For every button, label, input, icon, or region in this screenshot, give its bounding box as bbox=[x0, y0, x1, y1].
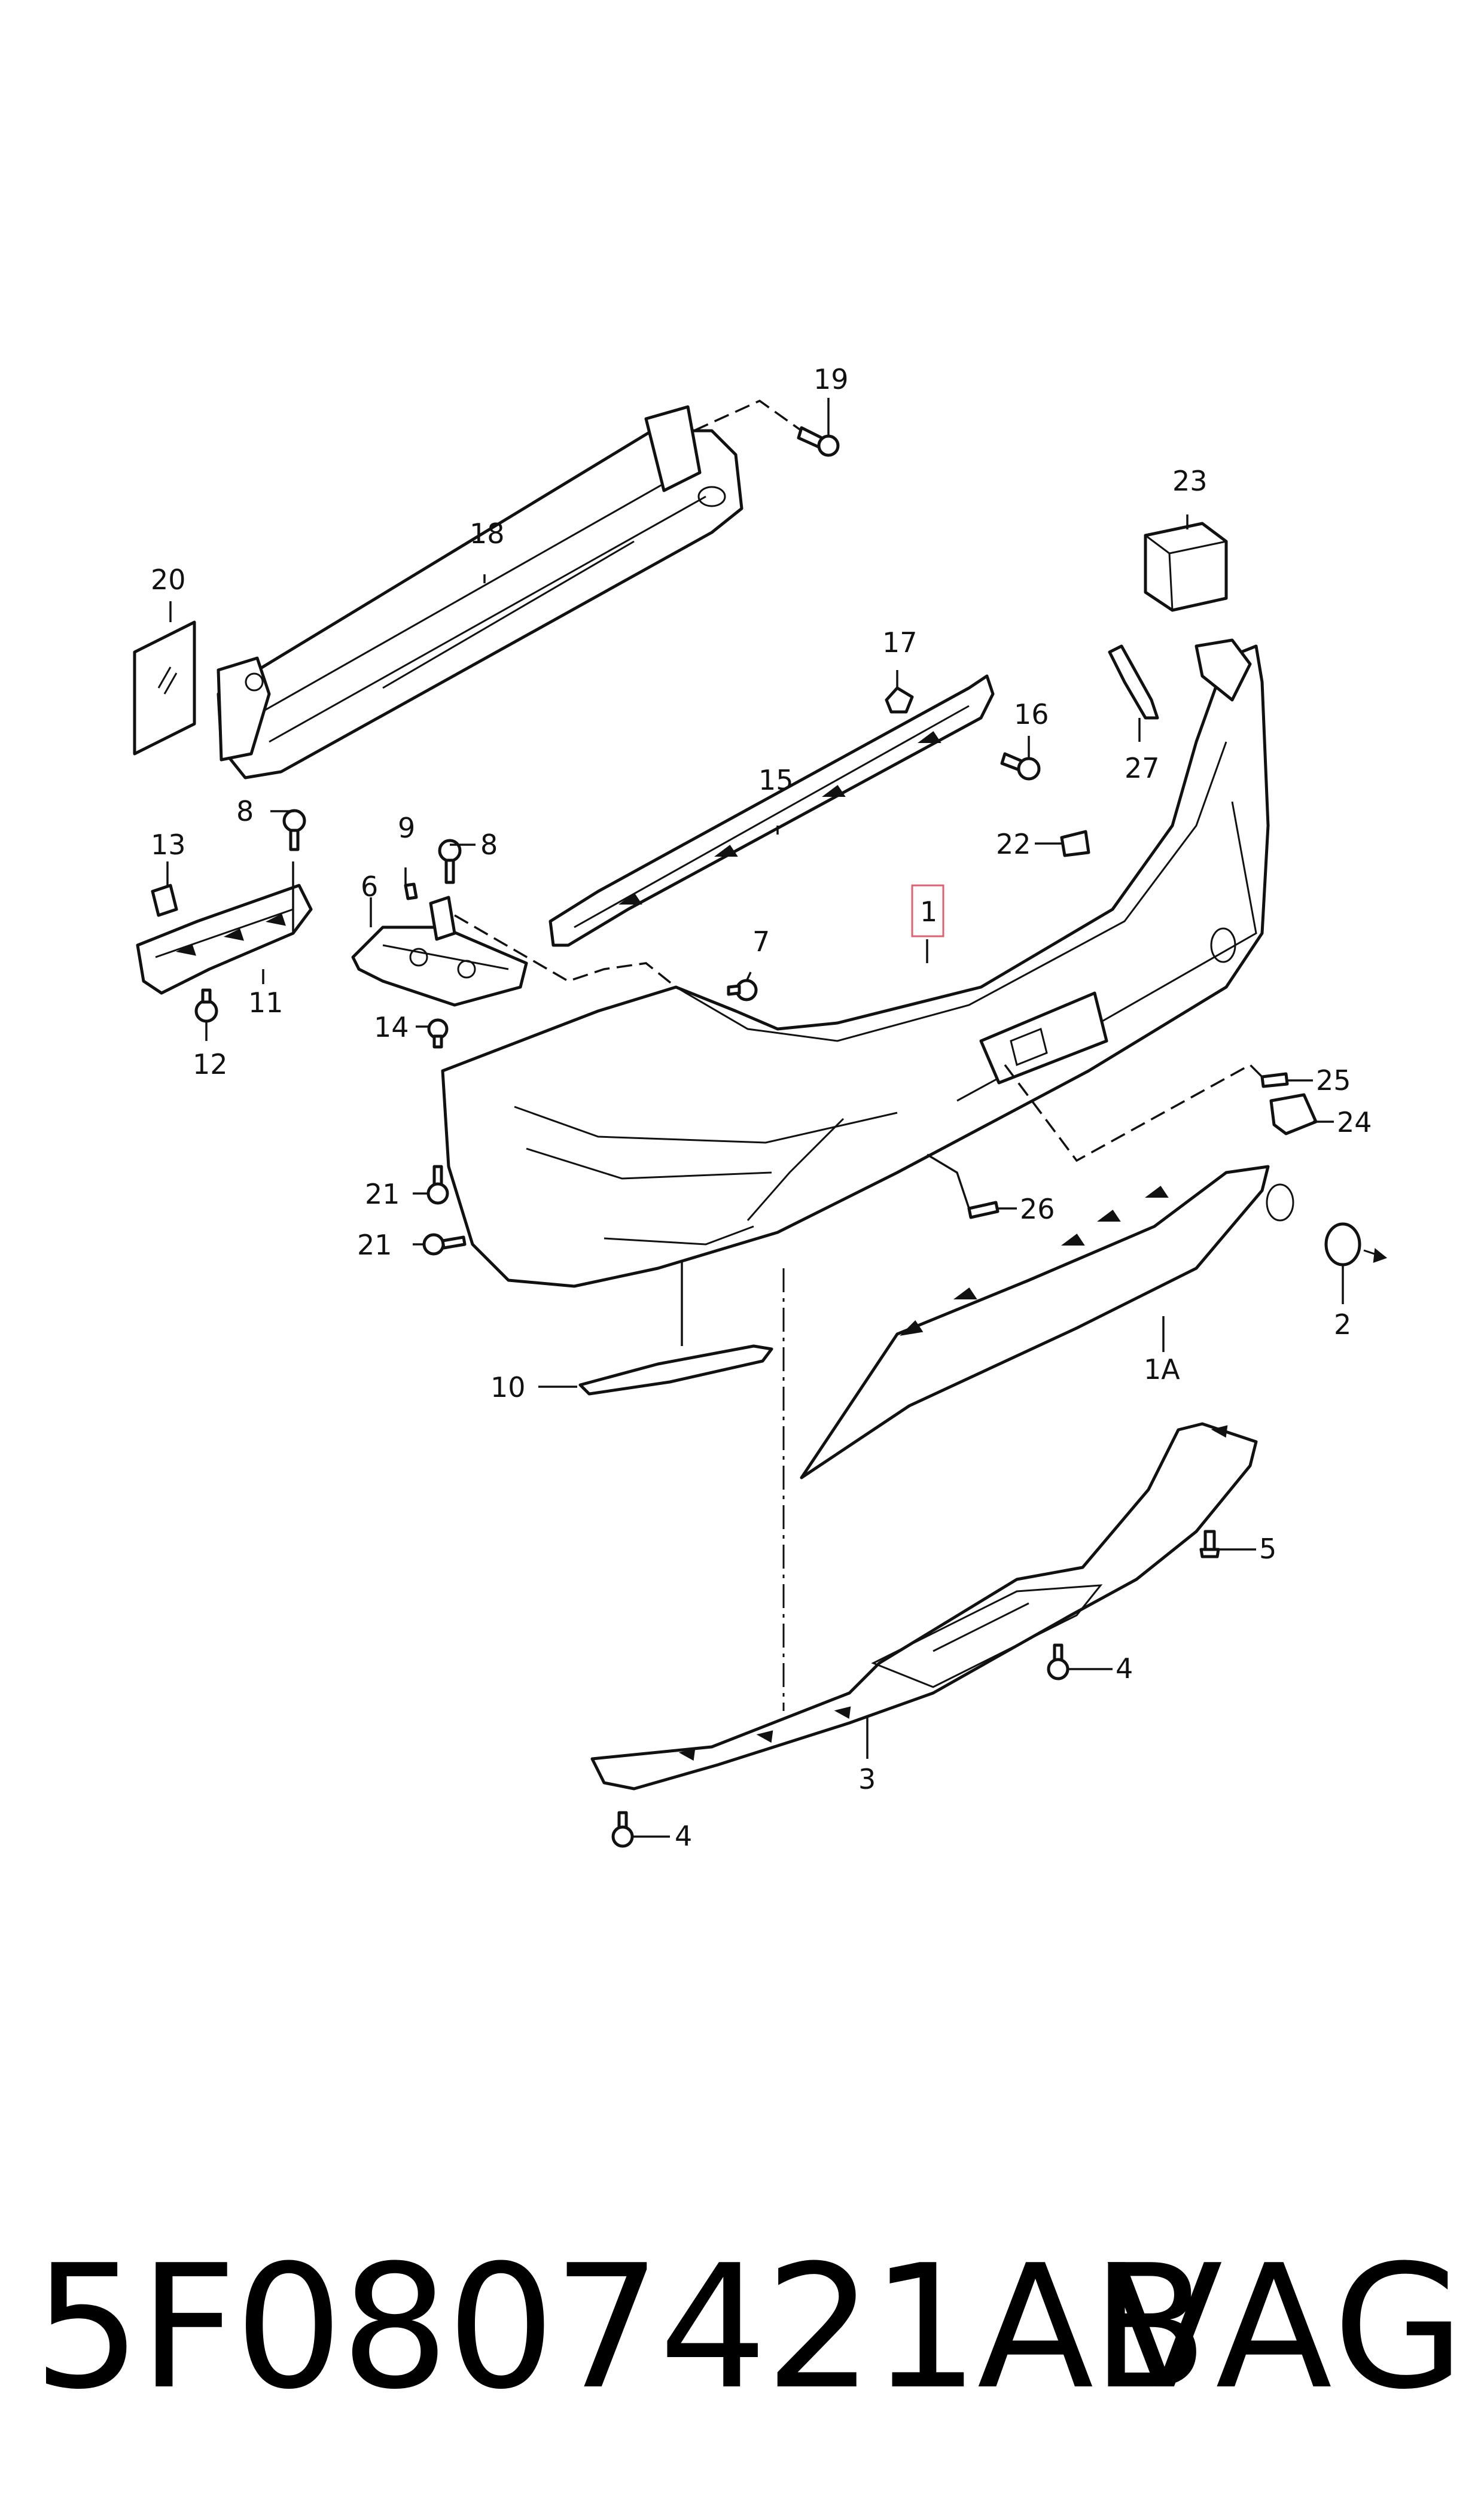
callout-1A: 1A bbox=[1144, 1353, 1180, 1386]
leader-dash-19 bbox=[693, 399, 803, 432]
fastener-clip-13 bbox=[151, 884, 178, 917]
part-lower-diffuser bbox=[590, 1422, 1258, 1791]
footer: 5F0807421AB VAG bbox=[33, 2228, 1468, 2432]
fastener-nut-7 bbox=[727, 979, 758, 1001]
callout-21b: 21 bbox=[357, 1229, 392, 1261]
fastener-screw-8a bbox=[282, 809, 306, 851]
assembly-line-guide bbox=[454, 914, 677, 988]
fastener-pin-9 bbox=[404, 882, 418, 900]
fastener-clip-26 bbox=[967, 1201, 1000, 1219]
part-label-sticker bbox=[133, 620, 196, 756]
callout-1: 1 bbox=[920, 896, 937, 928]
part-reflector-strip bbox=[578, 1344, 773, 1396]
fastener-clip-25 bbox=[1260, 1072, 1289, 1088]
assembly-line-sensor bbox=[1004, 1063, 1263, 1162]
fastener-screw-4b bbox=[611, 1811, 634, 1848]
callout-12: 12 bbox=[193, 1048, 228, 1080]
part-trim-panel bbox=[800, 1165, 1294, 1479]
callout-17: 17 bbox=[882, 626, 918, 659]
callout-4a: 4 bbox=[1116, 1652, 1133, 1685]
callout-10: 10 bbox=[490, 1371, 526, 1403]
callout-4b: 4 bbox=[675, 1820, 692, 1852]
fastener-screw-8b bbox=[438, 839, 462, 884]
callout-24: 24 bbox=[1337, 1106, 1372, 1138]
part-mounting-strip bbox=[548, 674, 995, 947]
callout-26: 26 bbox=[1020, 1193, 1055, 1225]
part-trim-strip bbox=[1108, 644, 1159, 720]
callout-25: 25 bbox=[1316, 1064, 1351, 1097]
callout-21a: 21 bbox=[365, 1178, 400, 1210]
callout-8a: 8 bbox=[236, 795, 254, 827]
callout-9: 9 bbox=[398, 812, 415, 844]
callout-20: 20 bbox=[151, 564, 186, 596]
callout-5: 5 bbox=[1259, 1533, 1276, 1565]
fastener-clip-22 bbox=[1060, 830, 1090, 857]
part-control-module bbox=[1144, 522, 1228, 612]
fastener-bolt-16 bbox=[1000, 752, 1041, 781]
part-bolt-19 bbox=[797, 426, 840, 457]
fastener-nut-12 bbox=[194, 988, 218, 1023]
part-side-guide-right bbox=[351, 896, 528, 1007]
callout-15: 15 bbox=[758, 764, 794, 796]
callout-6: 6 bbox=[361, 870, 378, 903]
part-number: 5F0807421AB bbox=[33, 2228, 1208, 2427]
fastener-clip-5 bbox=[1199, 1530, 1220, 1558]
fastener-screw-21a bbox=[426, 1165, 449, 1205]
callout-11: 11 bbox=[248, 987, 284, 1019]
brand-name: VAG bbox=[1106, 2228, 1468, 2427]
callout-2: 2 bbox=[1334, 1308, 1351, 1341]
callout-14: 14 bbox=[374, 1011, 409, 1043]
part-bumper-cover bbox=[441, 638, 1270, 1288]
part-impact-beam bbox=[217, 405, 743, 780]
callout-27: 27 bbox=[1125, 752, 1160, 784]
callout-7: 7 bbox=[752, 925, 770, 958]
callout-13: 13 bbox=[151, 829, 186, 861]
callout-18: 18 bbox=[470, 517, 505, 550]
leader-lines bbox=[166, 398, 1344, 1838]
callout-8b: 8 bbox=[480, 829, 498, 861]
fastener-clip-17 bbox=[885, 686, 914, 714]
callout-labels: 1 1A 2 3 4 4 5 6 7 8 8 9 10 11 12 13 14 … bbox=[151, 363, 1372, 1852]
callout-22: 22 bbox=[996, 828, 1031, 860]
fastener-screw-21b bbox=[422, 1233, 467, 1256]
part-tow-cap bbox=[1324, 1222, 1388, 1266]
callout-23: 23 bbox=[1172, 465, 1208, 497]
fastener-screw-4a bbox=[1047, 1643, 1069, 1680]
highlight-box-part-1 bbox=[911, 884, 944, 937]
callout-16: 16 bbox=[1014, 698, 1049, 730]
fastener-sensor-24 bbox=[1269, 1093, 1318, 1135]
fastener-clip-14 bbox=[427, 1018, 449, 1049]
callout-3: 3 bbox=[858, 1763, 876, 1795]
callout-19: 19 bbox=[813, 363, 849, 395]
part-side-guide-left bbox=[136, 884, 313, 995]
